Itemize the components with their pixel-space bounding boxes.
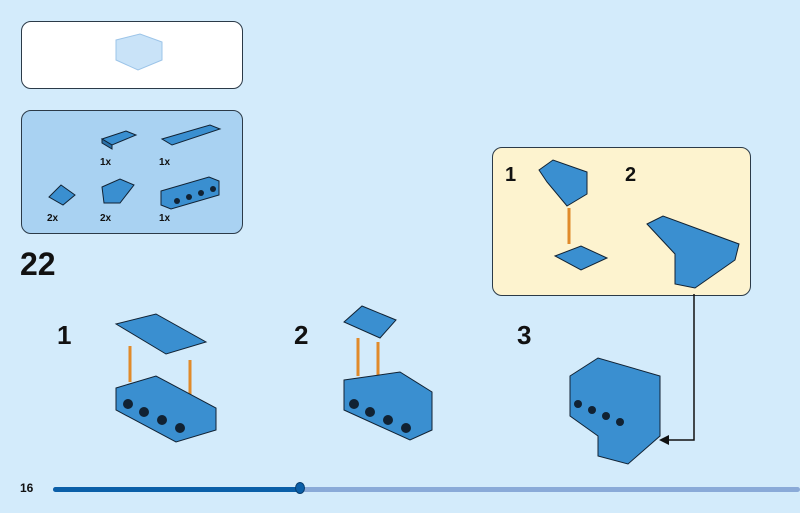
parts-list: 1x 1x 2x 2x 1x (21, 110, 243, 234)
callout-step-1-illustration (538, 159, 609, 271)
callout-step-2-illustration (646, 215, 740, 289)
callout-step-1: 1 (505, 164, 517, 186)
part-qty: 1x (159, 213, 171, 224)
plate-1x4-icon (160, 124, 222, 146)
progress-marker (294, 482, 305, 494)
inverted-slope-icon (101, 178, 135, 204)
part-qty: 2x (100, 213, 112, 224)
part-qty: 2x (47, 213, 59, 224)
brick-1x4-icon (160, 176, 220, 210)
substep-2: 2 (294, 320, 309, 350)
step-number: 22 (20, 246, 56, 282)
progress-fill (53, 487, 300, 492)
substep-2-illustration (343, 305, 433, 441)
page-number: 16 (20, 481, 34, 495)
callout-step-2: 2 (625, 164, 637, 186)
substep-1-illustration (114, 313, 217, 443)
substep-3: 3 (517, 320, 532, 350)
callout-connector-arrow (659, 294, 695, 445)
progress-track (53, 487, 800, 492)
sub-assembly-callout: 1 2 (492, 147, 751, 296)
slope-tile-icon (48, 184, 76, 206)
previous-model-preview (21, 21, 243, 89)
part-qty: 1x (100, 157, 112, 168)
substep-3-illustration (569, 357, 661, 465)
substep-1: 1 (57, 320, 72, 350)
plate-1x2-icon (100, 130, 138, 150)
part-qty: 1x (159, 157, 171, 168)
model-thumbnail (115, 33, 163, 71)
